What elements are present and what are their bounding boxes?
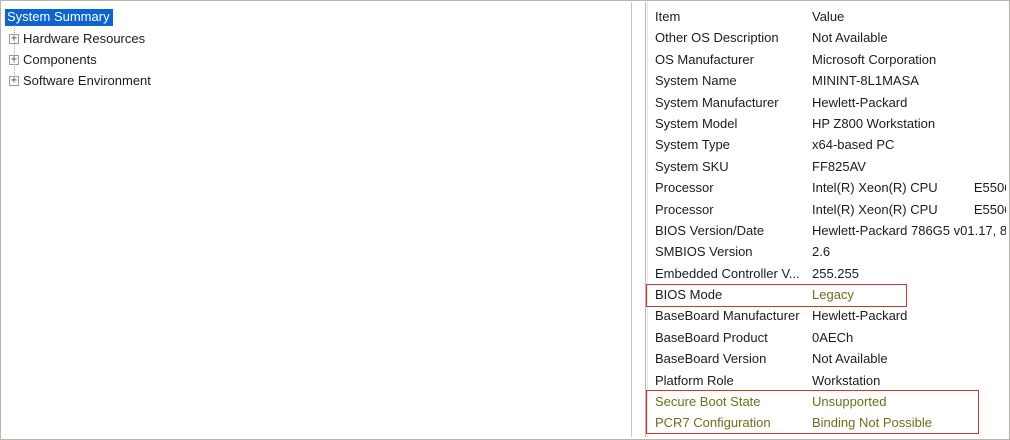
list-header: Item Value	[655, 6, 1006, 27]
tree-item-system-summary[interactable]: System Summary	[2, 7, 631, 28]
item-cell: System Manufacturer	[655, 94, 779, 110]
value-cell: Microsoft Corporation	[812, 51, 937, 67]
tree-item-hardware-resources[interactable]: + Hardware Resources	[2, 28, 631, 49]
tree-guide-line	[14, 25, 15, 81]
table-row[interactable]: SMBIOS Version 2.6	[655, 241, 1006, 262]
value-cell: MININT-8L1MASA	[812, 73, 919, 89]
table-row[interactable]: BaseBoard Version Not Available	[655, 348, 1006, 369]
item-cell: OS Manufacturer	[655, 51, 754, 67]
table-row[interactable]: Other OS Description Not Available	[655, 27, 1006, 48]
value-cell: Intel(R) Xeon(R) CPU E5506	[812, 201, 1006, 217]
item-cell: Processor	[655, 201, 714, 217]
value-cell: Workstation	[812, 372, 881, 388]
item-cell: System SKU	[655, 158, 729, 174]
item-cell: Other OS Description	[655, 30, 779, 46]
value-cell: 0AECh	[812, 329, 854, 345]
table-row-pcr7-configuration[interactable]: PCR7 Configuration Binding Not Possible	[655, 412, 1006, 433]
value-cell: Binding Not Possible	[812, 415, 932, 431]
value-cell: FF825AV	[812, 158, 866, 174]
table-row[interactable]: System Name MININT-8L1MASA	[655, 70, 1006, 91]
table-row-secure-boot-state[interactable]: Secure Boot State Unsupported	[655, 391, 1006, 412]
value-cell: Not Available	[812, 351, 888, 367]
table-row[interactable]: OS Manufacturer Microsoft Corporation	[655, 49, 1006, 70]
table-row[interactable]: Processor Intel(R) Xeon(R) CPU E5506	[655, 177, 1006, 198]
table-row[interactable]: BaseBoard Product 0AECh	[655, 327, 1006, 348]
tree-item-label: Components	[23, 52, 97, 67]
value-cell: Hewlett-Packard 786G5 v01.17, 8/	[812, 222, 1006, 238]
table-row-bios-mode[interactable]: BIOS Mode Legacy	[655, 284, 1006, 305]
value-cell: 2.6	[812, 244, 831, 260]
item-cell: Platform Role	[655, 372, 734, 388]
table-row[interactable]: System SKU FF825AV	[655, 156, 1006, 177]
tree-item-components[interactable]: + Components	[2, 49, 631, 70]
column-header-value[interactable]: Value	[812, 9, 845, 24]
value-cell: HP Z800 Workstation	[812, 115, 936, 131]
value-cell: Legacy	[812, 287, 854, 303]
value-cell: Hewlett-Packard	[812, 94, 908, 110]
item-cell: BaseBoard Version	[655, 351, 767, 367]
tree-item-label: Software Environment	[23, 73, 151, 88]
item-cell: PCR7 Configuration	[655, 415, 771, 431]
item-cell: BaseBoard Product	[655, 329, 768, 345]
item-cell: Secure Boot State	[655, 394, 761, 410]
table-row[interactable]: BIOS Version/Date Hewlett-Packard 786G5 …	[655, 220, 1006, 241]
value-cell: x64-based PC	[812, 137, 895, 153]
table-row[interactable]: System Model HP Z800 Workstation	[655, 113, 1006, 134]
item-cell: Processor	[655, 180, 714, 196]
table-row[interactable]: System Type x64-based PC	[655, 134, 1006, 155]
value-cell: Not Available	[812, 30, 888, 46]
table-row[interactable]: Processor Intel(R) Xeon(R) CPU E5506	[655, 199, 1006, 220]
item-cell: System Model	[655, 115, 738, 131]
category-tree-pane: System Summary + Hardware Resources + Co…	[2, 2, 632, 437]
tree-item-label: Hardware Resources	[23, 31, 146, 46]
column-header-item[interactable]: Item	[655, 9, 681, 24]
tree-item-software-environment[interactable]: + Software Environment	[2, 70, 631, 91]
item-cell: System Name	[655, 73, 737, 89]
item-cell: SMBIOS Version	[655, 244, 753, 260]
item-cell: BIOS Mode	[655, 287, 723, 303]
tree-item-label: System Summary	[5, 9, 113, 26]
value-cell: 255.255	[812, 265, 859, 281]
table-row[interactable]: Platform Role Workstation	[655, 370, 1006, 391]
value-cell: Unsupported	[812, 394, 887, 410]
item-cell: Embedded Controller V...	[655, 265, 800, 281]
table-row[interactable]: BaseBoard Manufacturer Hewlett-Packard	[655, 305, 1006, 326]
table-row[interactable]: Embedded Controller V... 255.255	[655, 263, 1006, 284]
details-list-pane: Item Value Other OS Description Not Avai…	[645, 2, 1006, 437]
table-row[interactable]: System Manufacturer Hewlett-Packard	[655, 92, 1006, 113]
value-cell: Hewlett-Packard	[812, 308, 908, 324]
item-cell: System Type	[655, 137, 730, 153]
item-cell: BaseBoard Manufacturer	[655, 308, 800, 324]
value-cell: Intel(R) Xeon(R) CPU E5506	[812, 180, 1006, 196]
item-cell: BIOS Version/Date	[655, 222, 765, 238]
